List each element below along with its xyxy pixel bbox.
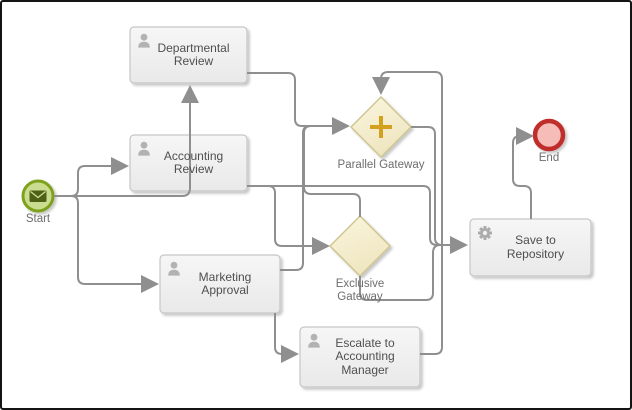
end-event-shape[interactable] bbox=[532, 118, 566, 152]
task-departmental-review[interactable] bbox=[129, 26, 248, 84]
exclusive-gateway-shape[interactable] bbox=[329, 215, 391, 277]
flow-parallel-save[interactable] bbox=[411, 126, 445, 246]
user-icon bbox=[138, 33, 150, 48]
flow-exclusive-save[interactable] bbox=[359, 244, 445, 301]
task-marketing-approval[interactable] bbox=[159, 254, 281, 314]
edges-layer bbox=[54, 71, 534, 363]
user-icon bbox=[138, 141, 150, 156]
flow-start-accounting[interactable] bbox=[54, 157, 129, 197]
task-escalate-to-accounting-manager[interactable] bbox=[299, 326, 421, 388]
flow-marketing-escalate[interactable] bbox=[274, 313, 299, 363]
nodes-layer bbox=[21, 26, 592, 388]
plus-icon bbox=[370, 116, 392, 138]
flow-exclusive-parallel[interactable] bbox=[303, 125, 361, 217]
flow-start-departmental[interactable] bbox=[54, 85, 199, 197]
flow-start-marketing[interactable] bbox=[54, 195, 159, 293]
user-icon bbox=[168, 261, 180, 276]
task-save-to-repository[interactable] bbox=[469, 218, 592, 277]
flow-accounting-save[interactable] bbox=[247, 185, 445, 246]
gear-icon bbox=[478, 226, 492, 240]
flow-escalate-parallel-loop[interactable] bbox=[372, 71, 443, 355]
envelope-icon bbox=[29, 190, 47, 202]
task-accounting-review[interactable] bbox=[129, 134, 248, 192]
user-icon bbox=[308, 333, 320, 348]
flow-departmental-parallel[interactable] bbox=[247, 72, 350, 135]
flow-save-end[interactable] bbox=[512, 127, 534, 219]
flow-marketing-parallel[interactable] bbox=[280, 125, 318, 271]
